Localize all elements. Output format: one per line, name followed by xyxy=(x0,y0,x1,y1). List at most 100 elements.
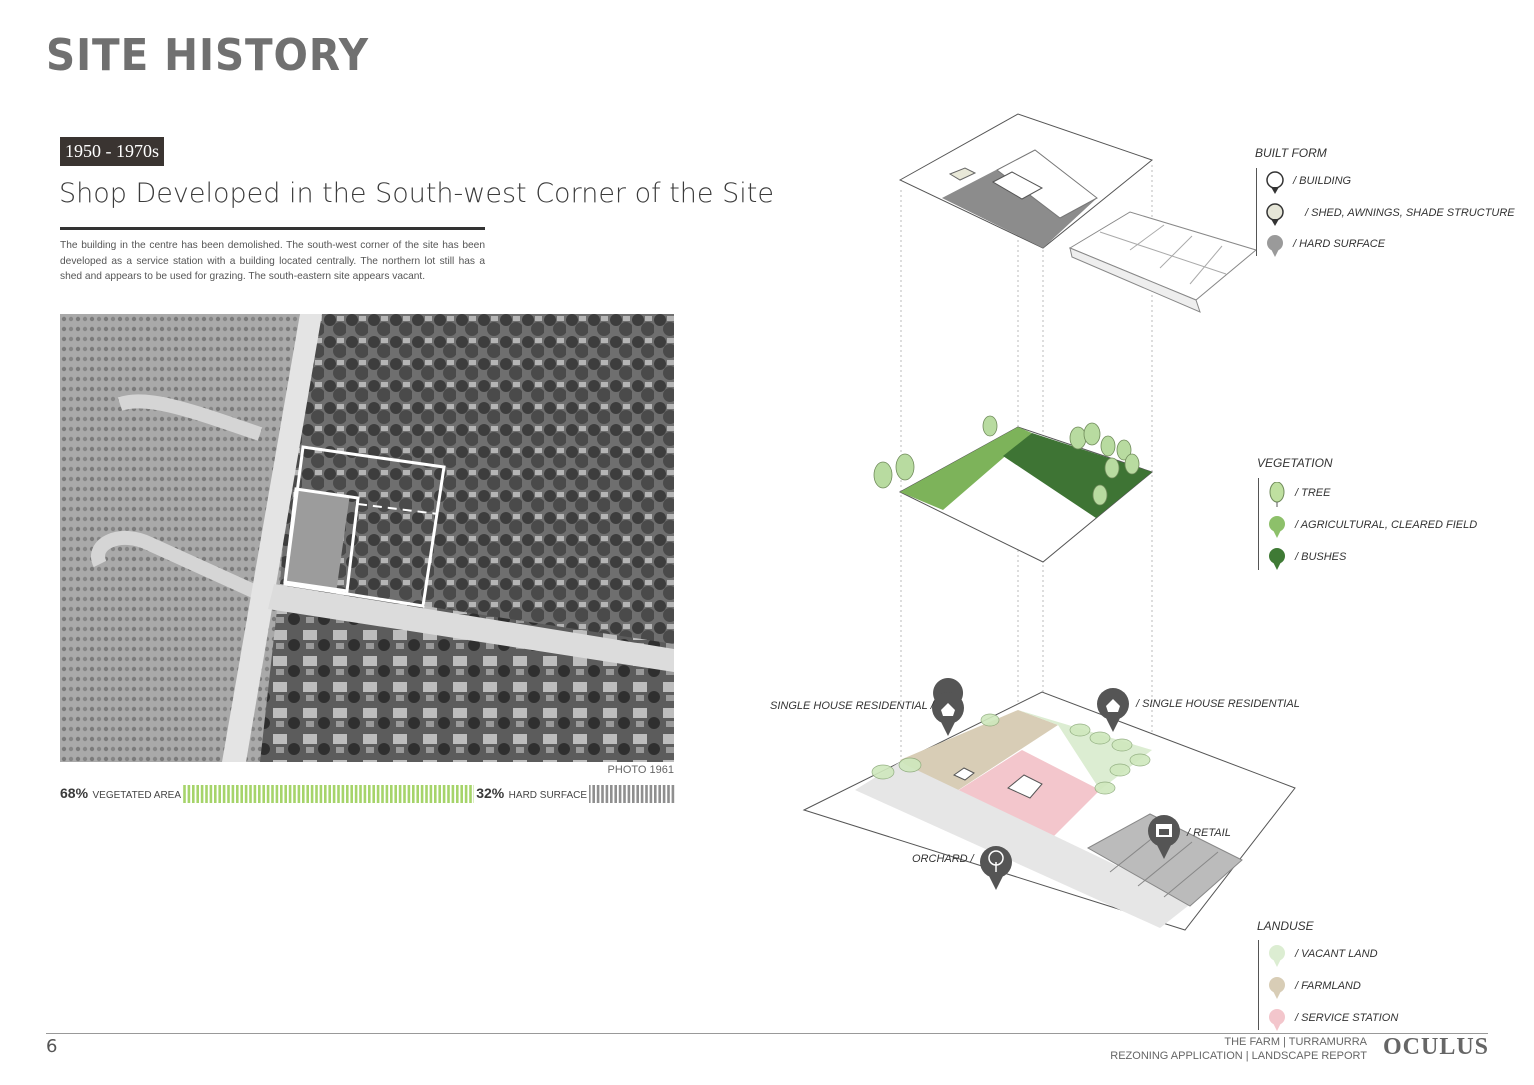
hard-surface-label: 32% HARD SURFACE xyxy=(474,785,590,803)
ratio-stripe xyxy=(315,785,318,803)
heading-divider xyxy=(60,227,485,230)
pin-bushes-icon xyxy=(1267,546,1287,577)
pin-service-icon xyxy=(1267,1007,1287,1038)
ratio-stripe xyxy=(209,785,213,803)
ratio-stripe xyxy=(376,785,380,803)
ratio-stripe xyxy=(258,785,261,803)
hard-percent: 32% xyxy=(476,785,505,801)
ratio-stripe xyxy=(460,785,463,803)
ratio-stripe xyxy=(671,785,675,803)
ratio-stripe xyxy=(434,785,437,803)
ratio-stripe xyxy=(200,785,204,803)
label-single-house-right: / SINGLE HOUSE RESIDENTIAL xyxy=(1136,698,1300,710)
ratio-stripe xyxy=(588,785,591,803)
section-heading: Shop Developed in the South-west Corner … xyxy=(59,178,774,209)
house-pin-icon-right xyxy=(1097,688,1129,732)
ratio-stripe xyxy=(310,785,314,803)
legend-built-form-title: BUILT FORM xyxy=(1255,146,1327,160)
ratio-stripe xyxy=(640,785,644,803)
page-number: 6 xyxy=(46,1036,58,1057)
ratio-stripe xyxy=(456,785,459,803)
vegetation-layer xyxy=(873,415,1154,563)
ratio-stripe xyxy=(658,785,661,803)
legend-label: / HARD SURFACE xyxy=(1293,238,1386,250)
ratio-stripe xyxy=(236,785,239,803)
ratio-stripe xyxy=(205,785,208,803)
ratio-stripe xyxy=(324,785,327,803)
pin-field-icon xyxy=(1267,514,1287,545)
page-title: SITE HISTORY xyxy=(46,30,370,81)
ratio-stripe xyxy=(403,785,406,803)
hard-text: HARD SURFACE xyxy=(508,790,588,801)
description-paragraph: The building in the centre has been demo… xyxy=(60,240,485,283)
ratio-stripe xyxy=(601,785,604,803)
ratio-stripe xyxy=(372,785,375,803)
ratio-stripe xyxy=(649,785,653,803)
vegetated-text: VEGETATED AREA xyxy=(92,790,182,801)
ratio-stripe xyxy=(438,785,441,803)
ratio-stripe xyxy=(337,785,340,803)
ratio-stripe xyxy=(390,785,393,803)
ratio-stripe xyxy=(425,785,428,803)
ratio-stripe xyxy=(416,785,419,803)
ratio-stripe xyxy=(253,785,257,803)
ratio-stripe xyxy=(249,785,252,803)
ratio-stripe xyxy=(407,785,411,803)
ratio-stripe xyxy=(662,785,666,803)
label-retail: / RETAIL xyxy=(1187,827,1231,839)
ratio-stripe xyxy=(266,785,270,803)
orchard-pin-icon xyxy=(980,846,1012,890)
pin-farmland-icon xyxy=(1267,975,1287,1006)
ratio-stripe xyxy=(394,785,397,803)
ratio-stripe xyxy=(297,785,301,803)
ratio-stripe xyxy=(654,785,657,803)
surface-ratio-bar: 68% VEGETATED AREA 32% HARD SURFACE xyxy=(60,785,675,803)
ratio-stripe xyxy=(293,785,296,803)
ratio-stripe xyxy=(306,785,309,803)
ratio-stripe xyxy=(398,785,402,803)
ratio-stripe xyxy=(368,785,371,803)
ratio-stripe xyxy=(187,785,191,803)
legend-label: / BUILDING xyxy=(1293,175,1352,187)
legend-label: / AGRICULTURAL, CLEARED FIELD xyxy=(1295,519,1478,531)
ratio-stripe xyxy=(614,785,617,803)
ratio-stripe xyxy=(222,785,226,803)
ratio-stripe xyxy=(280,785,283,803)
ratio-stripe xyxy=(469,785,472,803)
ratio-stripe xyxy=(328,785,331,803)
pin-outline-light-icon xyxy=(1265,202,1285,233)
ratio-stripe xyxy=(354,785,358,803)
house-pin-icon-left xyxy=(932,678,964,736)
ratio-stripe xyxy=(636,785,639,803)
ratio-stripe xyxy=(605,785,609,803)
ratio-stripe xyxy=(645,785,648,803)
ratio-stripe xyxy=(442,785,446,803)
ratio-stripe xyxy=(592,785,595,803)
ratio-stripe xyxy=(381,785,384,803)
legend-vegetation-title: VEGETATION xyxy=(1257,456,1333,470)
ratio-stripe xyxy=(262,785,265,803)
ratio-stripe xyxy=(271,785,274,803)
ratio-stripe xyxy=(363,785,367,803)
ratio-stripe xyxy=(183,785,186,803)
ratio-stripe xyxy=(192,785,195,803)
footer-divider xyxy=(46,1033,1488,1034)
legend-landuse-rule xyxy=(1258,940,1259,1030)
legend-label: / SERVICE STATION xyxy=(1295,1012,1399,1024)
label-orchard: ORCHARD / xyxy=(912,853,974,865)
ratio-stripe xyxy=(218,785,221,803)
vegetated-percent: 68% xyxy=(60,785,89,801)
ratio-stripe xyxy=(632,785,635,803)
ratio-stripe xyxy=(244,785,248,803)
legend-label: / VACANT LAND xyxy=(1295,948,1378,960)
ratio-stripe xyxy=(332,785,336,803)
legend-landuse-title: LANDUSE xyxy=(1257,919,1314,933)
footer-report: REZONING APPLICATION | LANDSCAPE REPORT xyxy=(1110,1050,1367,1062)
ratio-stripe xyxy=(302,785,305,803)
ratio-stripe xyxy=(284,785,287,803)
ratio-stripe xyxy=(231,785,235,803)
legend-vegetation-rule xyxy=(1258,478,1259,570)
ratio-stripe xyxy=(610,785,613,803)
ratio-stripe xyxy=(346,785,349,803)
ratio-stripe xyxy=(667,785,670,803)
